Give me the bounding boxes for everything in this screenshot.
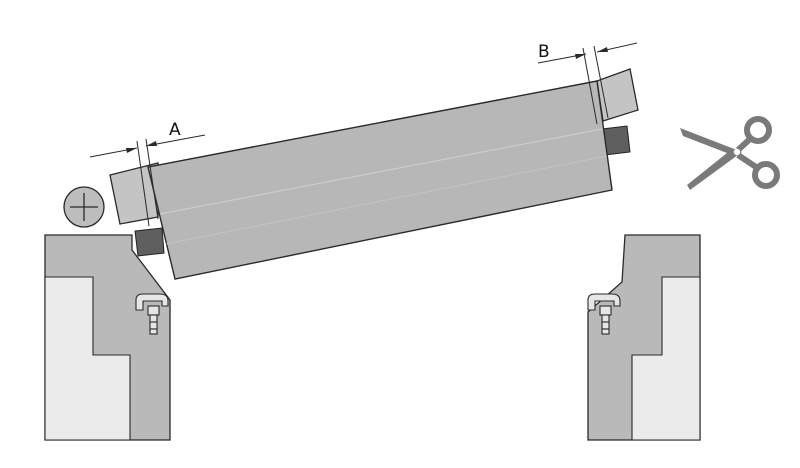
dimension-a: A xyxy=(89,120,206,227)
panel-body xyxy=(147,80,613,280)
panel-left-bracket xyxy=(134,227,165,257)
panel-layer-line-2 xyxy=(165,155,608,245)
left-frame-inner xyxy=(44,276,131,441)
left-frame xyxy=(44,234,171,441)
right-gasket-clip xyxy=(587,293,621,335)
plus-circle-icon xyxy=(63,186,105,228)
right-frame-inner xyxy=(631,276,701,441)
panel-layer-line xyxy=(159,128,603,215)
dimension-a-label: A xyxy=(169,120,181,140)
glass-panel xyxy=(109,68,639,280)
dimension-b: B xyxy=(537,42,638,125)
left-gasket-clip xyxy=(135,293,169,335)
right-frame xyxy=(587,234,701,441)
dimension-b-label: B xyxy=(538,42,550,62)
scissors-icon xyxy=(680,116,780,190)
